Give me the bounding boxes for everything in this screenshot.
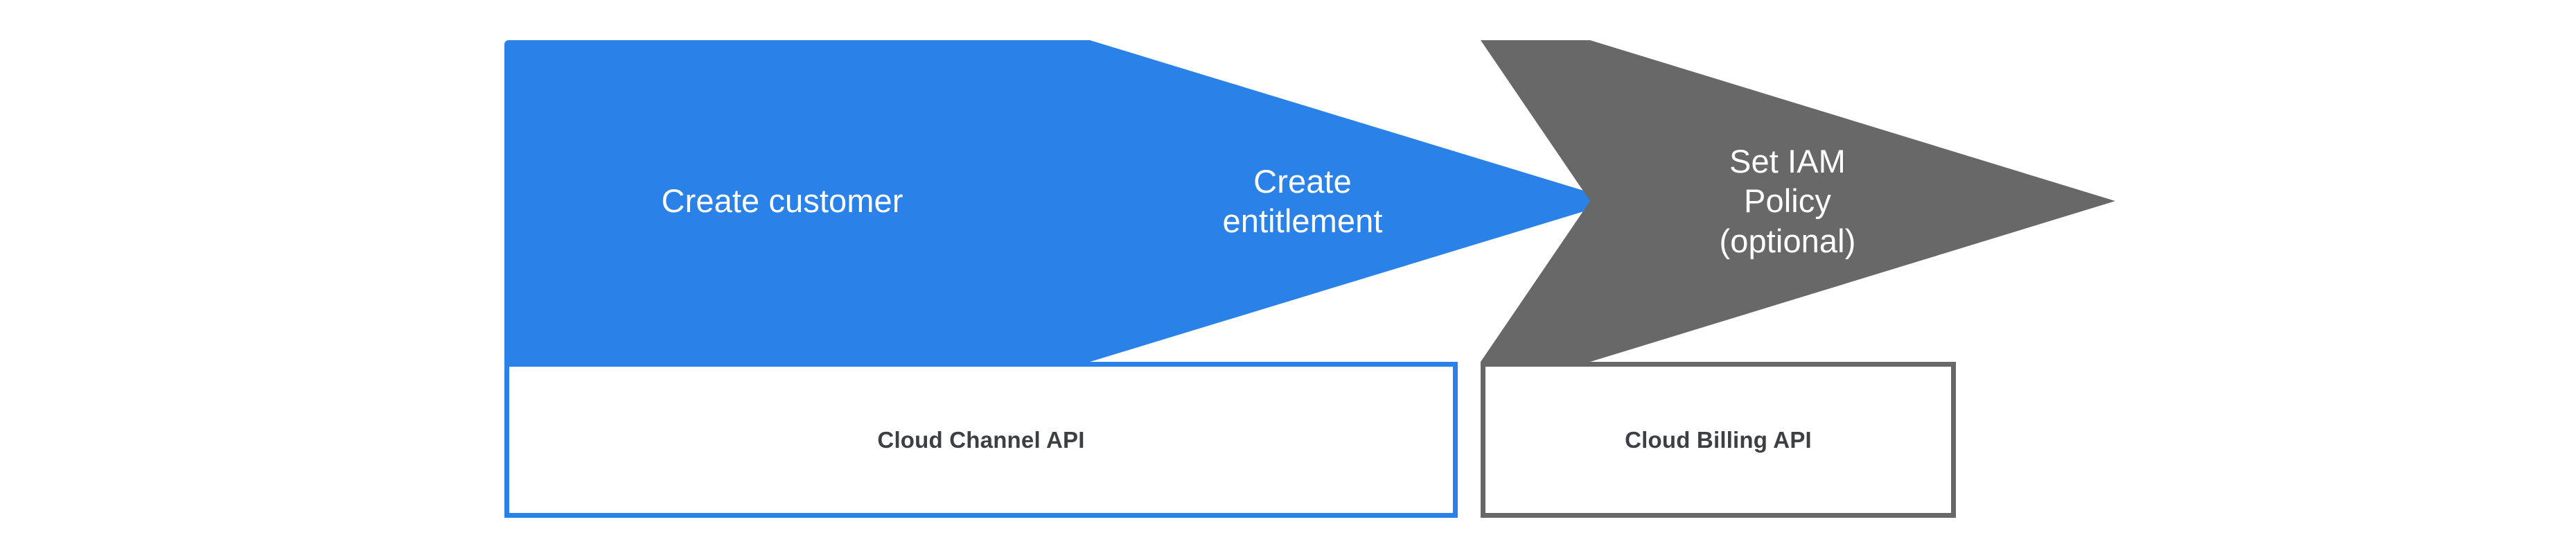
api-group-cloud-billing-api[interactable]: Cloud Billing API [1481,362,1956,518]
process-step-label-create-customer: Create customer [661,182,903,220]
api-group-label-cloud-channel-api: Cloud Channel API [877,426,1085,453]
api-group-cloud-channel-api[interactable]: Cloud Channel API [504,362,1458,518]
process-step-label-create-entitlement: Create entitlement [1222,162,1383,239]
api-group-label-cloud-billing-api: Cloud Billing API [1625,426,1812,453]
process-step-label-set-iam-policy: Set IAM Policy (optional) [1719,143,1856,259]
